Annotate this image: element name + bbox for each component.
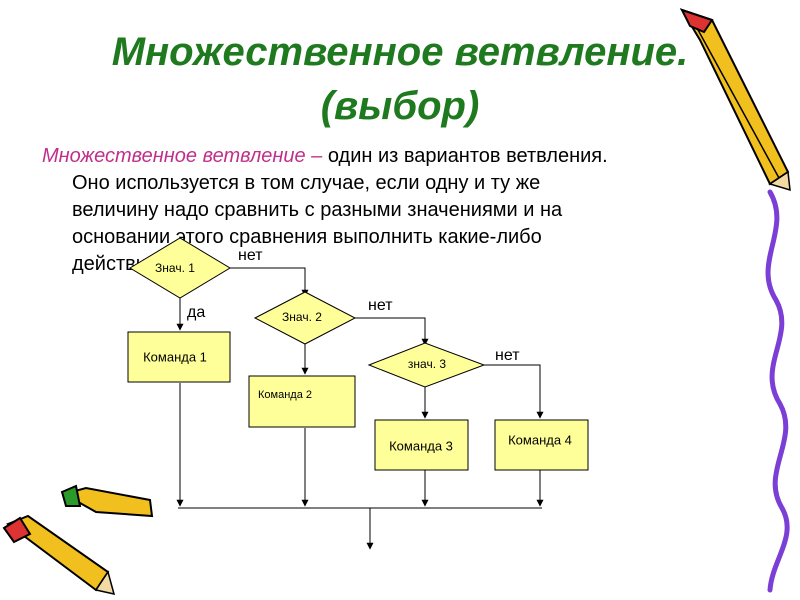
slide-title-line2: (выбор) <box>320 84 480 128</box>
decision-1 <box>129 237 231 299</box>
definition-line3: величину надо сравнить с разными значени… <box>72 199 563 221</box>
decision-2-label: Знач. 2 <box>282 310 322 324</box>
command-4-label: Команда 4 <box>508 432 572 447</box>
decision-1-label: Знач. 1 <box>155 261 195 275</box>
command-3-box <box>374 419 469 471</box>
command-3-label: Команда 3 <box>389 438 453 453</box>
pencils-bottom-left-icon <box>2 484 154 596</box>
command-2-box <box>248 375 356 428</box>
yes-label: да <box>187 304 205 321</box>
no-label-1: нет <box>238 247 263 264</box>
no-label-2: нет <box>368 297 393 314</box>
definition-term: Множественное ветвление – <box>42 145 328 167</box>
command-2-label: Команда 2 <box>258 389 312 401</box>
command-4-box <box>494 419 589 471</box>
definition-line1: один из вариантов ветвления. <box>327 145 608 167</box>
definition-paragraph: Множественное ветвление – один из вариан… <box>42 143 762 278</box>
decision-3 <box>367 342 486 388</box>
decision-2 <box>253 291 357 345</box>
command-1-box <box>127 331 231 383</box>
pencil-top-right-icon <box>679 8 791 192</box>
no-label-3: нет <box>495 347 520 364</box>
slide-title-line1: Множественное ветвление. <box>111 30 689 74</box>
command-1-label: Команда 1 <box>143 349 207 364</box>
decision-3-label: знач. 3 <box>408 357 446 371</box>
purple-squiggle-icon <box>765 189 790 593</box>
definition-line4: основании этого сравнения выполнить каки… <box>72 226 542 248</box>
definition-line2: Оно используется в том случае, если одну… <box>72 172 541 194</box>
